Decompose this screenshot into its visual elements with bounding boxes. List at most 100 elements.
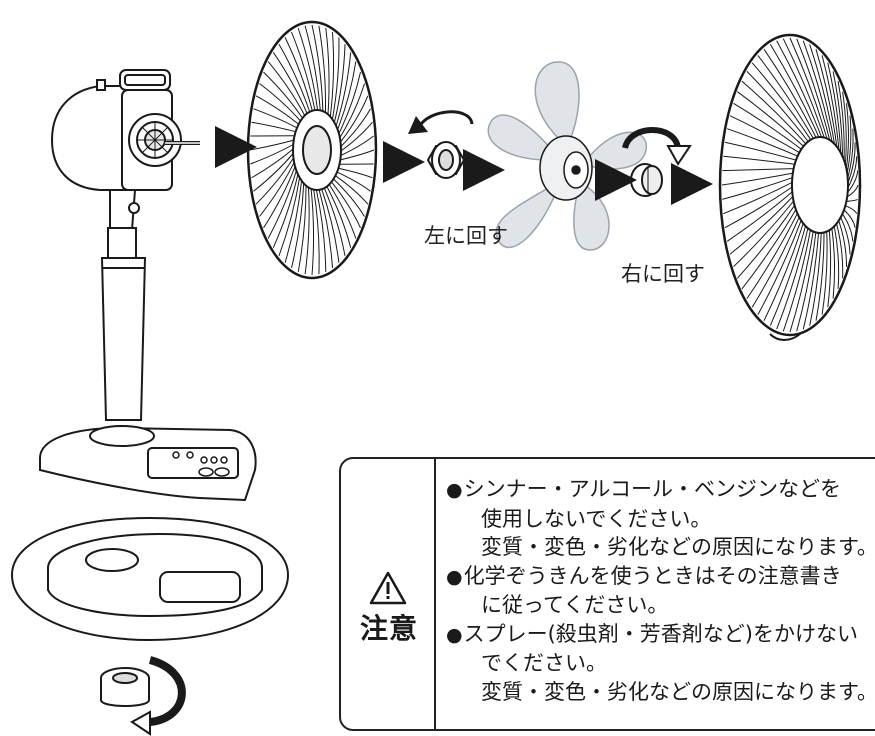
guard-rib — [259, 161, 295, 217]
guard-rib — [722, 168, 794, 172]
guard-rib — [340, 108, 371, 147]
guard-rib — [815, 232, 825, 321]
guard-rib — [253, 108, 298, 129]
guard-rib — [335, 175, 369, 205]
guard-rib — [338, 167, 373, 179]
guard-rib — [721, 172, 793, 186]
warning-triangle-icon — [369, 571, 407, 605]
guard-rib — [251, 148, 294, 179]
guard-rib — [827, 62, 842, 153]
guard-rib — [838, 220, 848, 267]
left-rotate-arrow — [416, 110, 474, 133]
guard-rib — [325, 28, 330, 115]
guard-rib — [782, 230, 811, 332]
guard-rib — [796, 38, 831, 141]
right-rotate-arrow — [622, 127, 681, 150]
base-ring — [10, 516, 290, 642]
guard-rib — [339, 83, 365, 139]
caution-title: 注意 — [359, 612, 418, 645]
guard-rib — [284, 37, 313, 111]
caution-divider — [434, 459, 436, 729]
guard-rib — [338, 71, 361, 134]
blade-nut — [426, 141, 466, 179]
guard-rib — [821, 231, 828, 315]
guard-rib — [278, 177, 301, 256]
guard-rib — [847, 128, 854, 179]
guard-rib — [746, 213, 798, 299]
guard-rib — [845, 205, 858, 214]
guard-rib — [722, 177, 793, 200]
guard-rib — [304, 187, 310, 275]
guard-rib — [769, 225, 806, 326]
guard-rib — [333, 178, 365, 217]
guard-rib — [323, 187, 346, 256]
guard-rib — [837, 81, 845, 161]
guard-rib — [847, 170, 859, 193]
guard-rib — [815, 49, 838, 147]
guard-rib — [836, 223, 844, 279]
assembly-arrows — [215, 126, 713, 205]
guard-rib — [726, 191, 793, 242]
guard-rib — [336, 171, 371, 192]
guard-rib — [291, 31, 316, 111]
blade-hub — [539, 135, 593, 201]
guard-rib — [729, 196, 794, 255]
guard-rib — [267, 61, 306, 116]
guard-rib — [727, 128, 798, 157]
guard-rib — [821, 55, 840, 150]
guard-rib — [833, 226, 840, 289]
guard-rib — [845, 103, 849, 170]
guard-rib — [340, 95, 369, 143]
rotate-right-label: 右に回す — [621, 262, 705, 286]
guard-rib — [255, 95, 299, 125]
guard-rib — [809, 232, 822, 326]
guard-rib — [263, 71, 303, 119]
guard-rib — [737, 205, 796, 279]
guard-rib — [789, 231, 814, 333]
guard-rib — [827, 230, 832, 308]
guard-rib — [331, 37, 340, 120]
guard-rib — [251, 121, 296, 133]
guard-rib — [340, 149, 375, 161]
guard-rib — [724, 141, 797, 161]
guard-rib — [311, 24, 324, 112]
guard-rib — [831, 228, 836, 299]
guard-rib — [318, 189, 333, 269]
guard-rib — [315, 189, 327, 272]
guard-rib — [757, 55, 814, 139]
base-rotate-arrow — [148, 656, 186, 726]
guard-rib — [802, 40, 833, 142]
guard-rib — [776, 40, 822, 138]
guard-rib — [253, 153, 294, 192]
guard-rib — [769, 44, 820, 138]
guard-rib — [846, 184, 859, 198]
guard-rib — [840, 217, 851, 255]
guard-rib — [763, 48, 817, 138]
base-nut — [100, 667, 150, 707]
guard-rib — [841, 213, 854, 242]
guard-rib — [284, 180, 303, 263]
guard-rib — [259, 83, 301, 122]
caution-box: 注意 ●シンナー・アルコール・ベンジンなどを 使用しないでください。 変質・変色… — [339, 457, 875, 731]
guard-rib — [776, 228, 809, 330]
caution-item-1: ●シンナー・アルコール・ベンジンなどを 使用しないでください。 変質・変色・劣化… — [446, 477, 875, 559]
rotate-left-label: 左に回す — [424, 224, 508, 248]
guard-rib — [746, 71, 809, 142]
guard-rib — [263, 166, 296, 229]
guard-rib — [789, 37, 828, 139]
guard-rib — [847, 142, 856, 184]
guard-rib — [751, 62, 812, 140]
guard-rib — [733, 200, 794, 268]
guard-rib — [297, 185, 307, 272]
guard-rib — [796, 232, 817, 332]
guard-rib — [278, 43, 311, 113]
guard-rib — [782, 38, 825, 138]
guard-rib — [763, 223, 804, 322]
guard-rib — [723, 181, 793, 215]
guard-rib — [846, 198, 858, 202]
guard-rib — [809, 44, 835, 144]
guard-rib — [318, 25, 327, 113]
rear-guard — [246, 20, 378, 280]
guard-rib — [340, 135, 374, 156]
